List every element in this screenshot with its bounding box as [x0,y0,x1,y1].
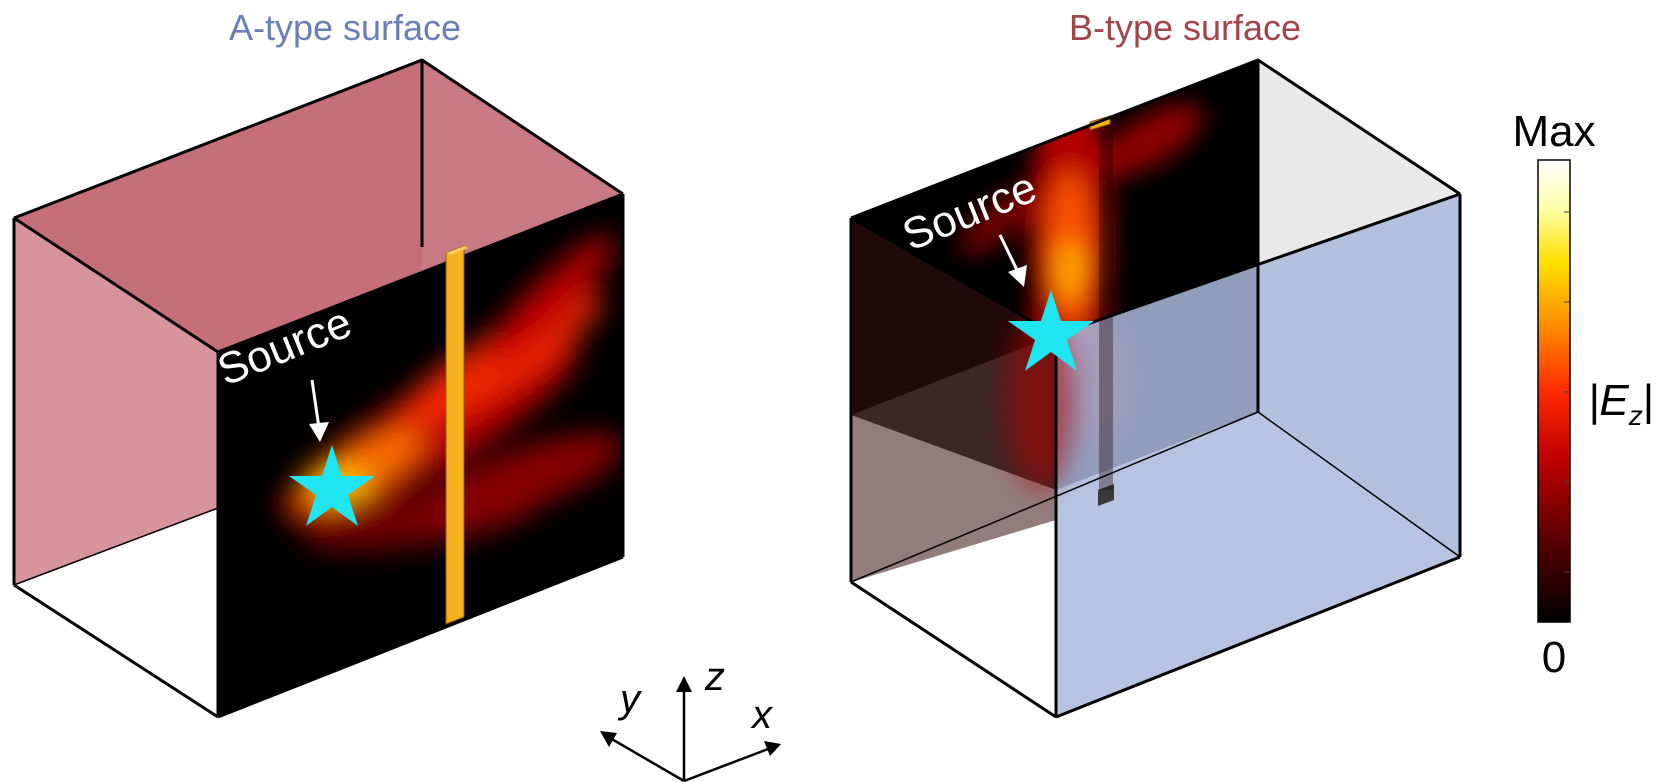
panel-b-shaded-face [1056,194,1460,717]
panel-a-field-plane [218,194,623,717]
colorbar-gradient [1537,159,1571,623]
panel-b-title: B-type surface [1069,7,1301,48]
panel-a-floor [14,508,218,717]
colorbar-quantity-open: |E [1588,376,1629,425]
colorbar-quantity-close: | [1643,376,1654,425]
panel-a-title: A-type surface [229,7,461,48]
colorbar-quantity-subscript: z [1628,400,1643,431]
colorbar-ticks [1564,211,1570,573]
axis-label-z: z [704,655,725,699]
axes-triad [600,676,781,782]
colorbar: Max 0 |Ez| [1512,107,1654,682]
colorbar-max-label: Max [1512,107,1595,156]
panel-b-field-lobe [1096,103,1204,177]
panel-b-left-shade [851,218,1056,582]
panel-b-source-star [1008,290,1094,371]
panel-a-left-wall [14,218,218,585]
panel-b-source-arrow [998,234,1027,287]
panel-a-box-edges [12,58,625,719]
panel-a-field-lobe [484,234,616,366]
panel-b-field-lobe [1056,240,1084,300]
axis-label-x: x [750,693,774,737]
colorbar-quantity-label: |Ez| [1588,376,1654,431]
panel-a-scatterer-rod [445,245,469,625]
panel-a-field-lobe [301,489,539,551]
panel-a-source-arrow [309,379,329,442]
axis-label-y: y [617,677,643,721]
panel-b: B-type surface [849,7,1462,719]
panel-a-back-edge [13,507,219,586]
panel-a: A-type surface [12,7,625,719]
panel-b-box-edges [849,58,1462,719]
colorbar-min-label: 0 [1542,633,1566,682]
panel-b-field-lobe [959,185,1041,255]
panel-b-inner-edges [850,411,1461,583]
panel-a-top-face [14,60,623,352]
panel-a-source-star [289,445,375,526]
